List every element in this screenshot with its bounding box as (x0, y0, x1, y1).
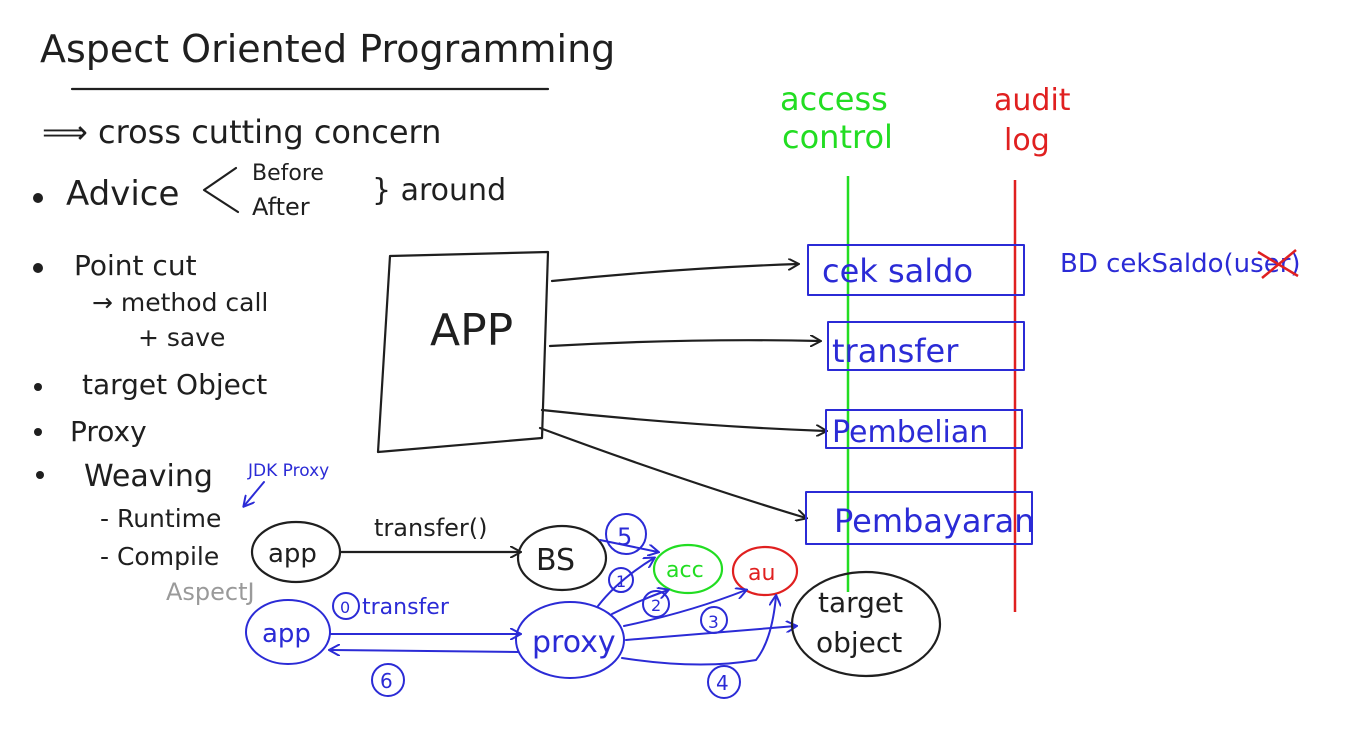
target-object-label: target Object (82, 368, 267, 401)
target-object-label: target (818, 586, 903, 619)
step-5-arrow (599, 539, 658, 552)
bullet-dot (34, 428, 42, 436)
weaving-compile: - Compile (100, 542, 219, 571)
flow-top-bs-node (516, 524, 608, 592)
au-label: au (748, 561, 775, 586)
advice-before: Before (252, 161, 324, 186)
flow-bottom-app-label: app (262, 619, 311, 649)
step-2-label: 2 (651, 596, 661, 615)
access-control-label: control (782, 118, 893, 156)
flow-top-app-label: app (268, 539, 317, 569)
arrow-app-pembelian (540, 408, 826, 431)
bullet-dot (33, 193, 43, 203)
flow-bottom-call-label: transfer (362, 595, 450, 620)
step-1-marker (608, 567, 634, 593)
method-pembayaran: Pembayaran (834, 502, 1035, 540)
access-control-label: access (780, 80, 888, 118)
step-6-marker (371, 663, 405, 697)
method-box-pembelian (825, 409, 1023, 449)
bullet-dot (34, 383, 42, 391)
weaving-runtime: - Runtime (100, 504, 221, 533)
proxy-node (515, 601, 625, 679)
arrow-app-pembayaran (538, 426, 806, 518)
step-6-label: 6 (380, 669, 393, 693)
proxy-label: proxy (532, 625, 616, 660)
step-2-arrow (611, 590, 668, 615)
step-0-label: 0 (340, 598, 350, 617)
aspectj-note: AspectJ (166, 578, 255, 606)
step-1-label: 1 (616, 572, 626, 591)
acc-label: acc (666, 558, 704, 583)
proxy-to-target-arrow (625, 626, 796, 641)
step-3-arrow (623, 590, 746, 627)
advice-angle-bracket (202, 166, 240, 214)
jdk-proxy-note: JDK Proxy (247, 461, 329, 481)
acc-node (652, 543, 724, 595)
flow-top-bs-label: BS (536, 543, 575, 578)
flow-bottom-app-node (245, 599, 331, 665)
pointcut-label: Point cut (74, 249, 197, 282)
method-cek-saldo: cek saldo (822, 252, 973, 290)
au-node (731, 545, 799, 597)
bullet-dot (33, 263, 43, 273)
target-object-node (790, 570, 942, 678)
method-transfer: transfer (832, 332, 959, 370)
step-2-marker (642, 590, 670, 618)
pointcut-save: + save (138, 323, 225, 352)
step-4-arrow (621, 596, 776, 666)
step-4-marker (707, 665, 741, 699)
bullet-dot (36, 471, 44, 479)
weaving-label: Weaving (84, 459, 213, 494)
step-4-label: 4 (716, 671, 729, 695)
page-title: Aspect Oriented Programming (40, 27, 615, 71)
pointcut-method-call: → method call (92, 288, 268, 317)
user-strike (1261, 249, 1297, 279)
step-5-marker (605, 513, 647, 555)
advice-label: Advice (66, 174, 179, 214)
cross-cutting-concern: ⟹ cross cutting concern (42, 113, 441, 151)
flow-bottom-return-arrow (330, 650, 519, 652)
step-0-marker (332, 592, 360, 620)
step-3-label: 3 (708, 613, 719, 633)
proxy-label: Proxy (70, 415, 147, 448)
audit-log-label: audit (994, 83, 1071, 118)
method-box-cek-saldo (807, 244, 1025, 296)
jdk-proxy-arrow (244, 481, 265, 506)
advice-after: After (252, 193, 310, 221)
method-box-pembayaran (805, 491, 1033, 545)
arrow-app-transfer (548, 340, 820, 348)
app-box-label: APP (430, 305, 513, 356)
advice-around: } around (372, 173, 506, 208)
method-pembelian: Pembelian (832, 415, 988, 450)
audit-log-label: log (1004, 123, 1050, 158)
arrow-app-cek-saldo (550, 264, 798, 283)
method-box-transfer (827, 321, 1025, 371)
app-box (376, 250, 550, 454)
flow-top-call-label: transfer() (374, 514, 488, 542)
target-object-label: object (816, 626, 902, 659)
step-1-arrow (597, 558, 654, 607)
